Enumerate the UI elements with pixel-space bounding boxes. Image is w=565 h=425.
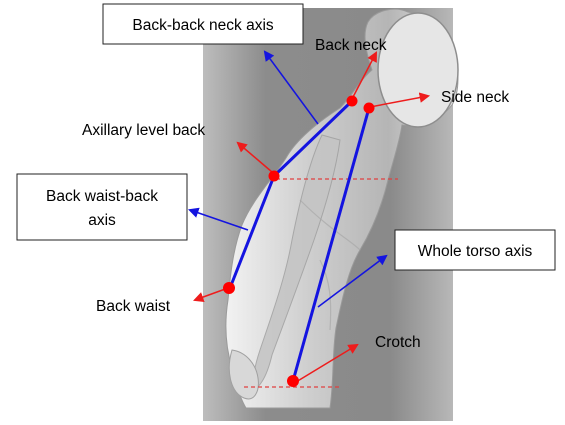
axillary-level-back-label: Axillary level back: [82, 122, 205, 139]
whole-torso-axis-label: Whole torso axis: [418, 243, 533, 260]
back-waist-back-axis-box: [17, 174, 187, 240]
crotch-label: Crotch: [375, 334, 421, 351]
axillary-level-back-point: [269, 171, 280, 182]
side-neck-point: [364, 103, 375, 114]
back-neck-label: Back neck: [315, 37, 387, 54]
back-neck-point: [347, 96, 358, 107]
back-waist-back-axis-label-line1: Back waist-back: [46, 188, 158, 205]
head-shape: [378, 13, 458, 127]
side-neck-label: Side neck: [441, 89, 509, 106]
back-waist-back-axis-label-line2: axis: [88, 212, 116, 229]
crotch-point: [287, 375, 299, 387]
back-waist-point: [223, 282, 235, 294]
back-back-neck-axis-label: Back-back neck axis: [132, 17, 274, 34]
back-waist-label: Back waist: [96, 298, 171, 315]
